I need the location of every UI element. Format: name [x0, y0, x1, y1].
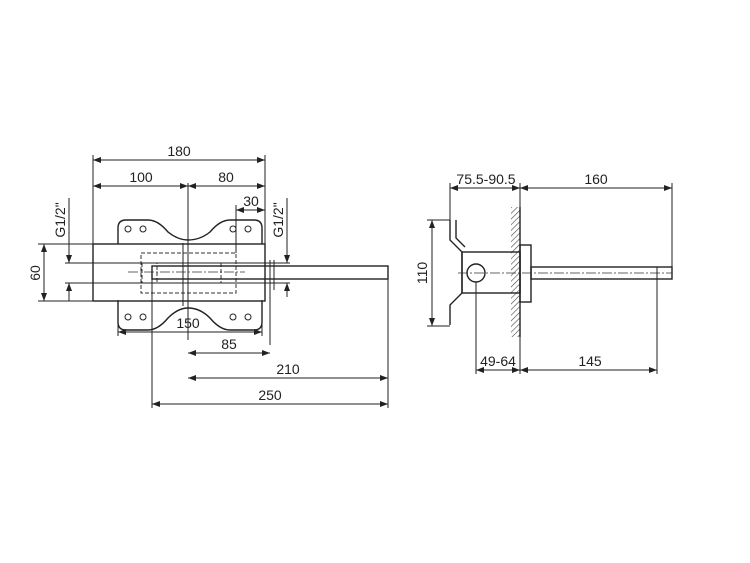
dim-180: 180: [167, 143, 191, 159]
dim-250: 250: [258, 387, 282, 403]
dim-60: 60: [27, 265, 43, 281]
dim-100: 100: [129, 169, 153, 185]
side-view: 75.5-90.5 160 110 49-64 145: [414, 171, 673, 374]
flange: [519, 244, 532, 303]
dim-210: 210: [276, 361, 300, 377]
bracket: [449, 220, 466, 325]
front-view: 180 100 80 30 60 G1/2" G1/2" 150 85 210 …: [27, 143, 389, 408]
mounting-holes: [124, 225, 252, 321]
dim-30: 30: [243, 193, 259, 209]
dim-110: 110: [414, 262, 430, 285]
dim-75-90: 75.5-90.5: [456, 171, 515, 187]
dim-150: 150: [176, 315, 200, 331]
inlet-left-label: G1/2": [52, 202, 68, 237]
dim-160: 160: [584, 171, 608, 187]
mounting-plate-top: [117, 219, 263, 244]
dim-85: 85: [221, 336, 237, 352]
dim-49-64: 49-64: [480, 353, 516, 369]
inlet-right-label: G1/2": [270, 202, 286, 237]
wall-hatch: [511, 207, 520, 337]
dim-145: 145: [578, 353, 602, 369]
dim-80: 80: [218, 169, 234, 185]
valve-body: [92, 243, 266, 302]
